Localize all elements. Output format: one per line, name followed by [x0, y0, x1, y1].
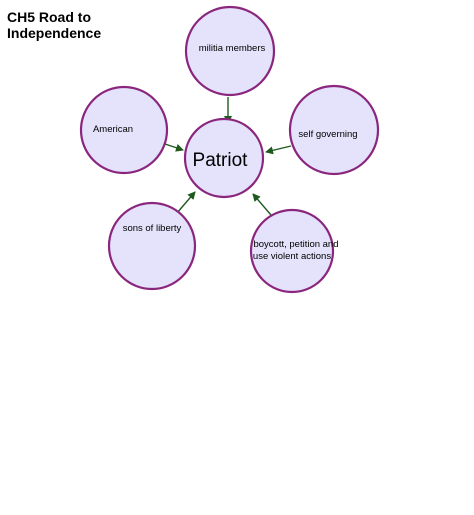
- node-boycott-label-line-2: use violent actions: [253, 251, 331, 262]
- arrow-self-governing-to-patriot: [265, 145, 292, 155]
- arrow-boycott-to-patriot: [252, 193, 272, 216]
- arrow-sons-of-liberty-to-patriot: [176, 191, 196, 214]
- node-center-label: Patriot: [193, 150, 249, 171]
- node-self-governing-circle: [288, 84, 380, 176]
- page-title: CH5 Road to Independence: [7, 9, 101, 41]
- node-american-circle: [79, 85, 169, 175]
- node-boycott: boycott, petition and use violent action…: [249, 208, 339, 294]
- node-american: American: [79, 85, 169, 175]
- node-self-governing-label: self governing: [298, 129, 357, 140]
- node-center-patriot: Patriot: [183, 117, 265, 199]
- node-center-circle: [183, 117, 265, 199]
- node-militia-label: militia members: [199, 43, 266, 54]
- page-title-line-1: CH5 Road to: [7, 9, 91, 25]
- node-militia-circle: [184, 5, 276, 97]
- node-self-governing: self governing: [288, 84, 380, 176]
- arrow-american-to-patriot: [164, 143, 184, 152]
- node-militia: militia members: [184, 5, 276, 97]
- node-american-label: American: [93, 124, 133, 135]
- node-sons-of-liberty-circle: [107, 201, 197, 291]
- node-boycott-circle: [249, 208, 335, 294]
- node-sons-of-liberty-label: sons of liberty: [123, 223, 182, 234]
- page-title-line-2: Independence: [7, 25, 102, 41]
- node-boycott-label-line-1: boycott, petition and: [253, 239, 338, 250]
- node-sons-of-liberty: sons of liberty: [107, 201, 197, 291]
